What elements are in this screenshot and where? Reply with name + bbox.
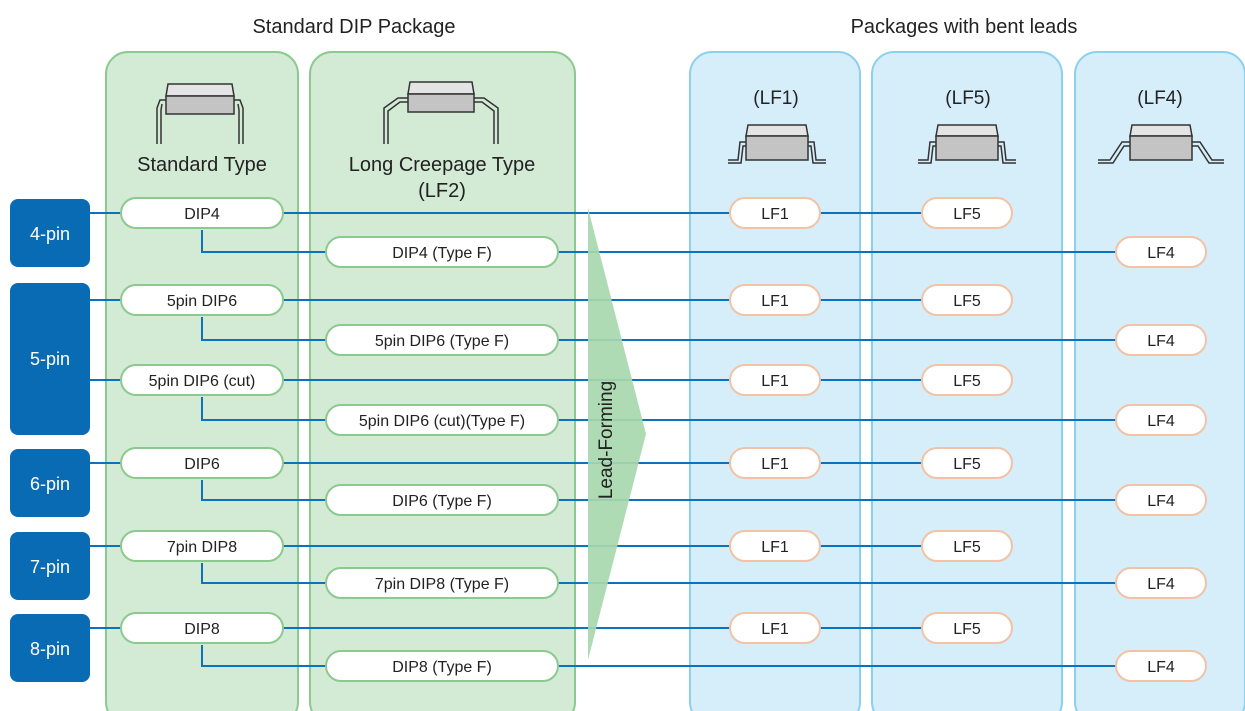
standard-package-label: DIP4 bbox=[184, 206, 220, 223]
lf1-package-icon bbox=[728, 124, 826, 164]
lf5-pill bbox=[921, 530, 1013, 562]
package-row: 5pin DIP6 5pin DIP6 (Type F) LF1 LF5 LF4 bbox=[120, 284, 1207, 356]
standard-package-pill bbox=[120, 284, 284, 316]
column-title-standard-type: Standard Type bbox=[137, 154, 267, 176]
lead-forming-label: Lead-Forming bbox=[596, 381, 617, 499]
lf4-pill bbox=[1115, 324, 1207, 356]
package-row: DIP8 DIP8 (Type F) LF1 LF5 LF4 bbox=[120, 612, 1207, 682]
standard-package-pill bbox=[120, 530, 284, 562]
column-title-long-creepage: Long Creepage Type bbox=[349, 154, 535, 176]
lf1-pill bbox=[729, 612, 821, 644]
typeF-package-pill bbox=[325, 484, 559, 516]
lf5-pill bbox=[921, 364, 1013, 396]
standard-package-label: DIP8 bbox=[184, 621, 220, 638]
standard-package-label: 5pin DIP6 (cut) bbox=[149, 373, 256, 390]
panel-long-creepage bbox=[309, 51, 576, 711]
pin-tab-8: 8-pin bbox=[10, 614, 90, 682]
typeF-package-pill bbox=[325, 567, 559, 599]
lf5-pill bbox=[921, 284, 1013, 316]
package-row: 7pin DIP8 7pin DIP8 (Type F) LF1 LF5 LF4 bbox=[120, 530, 1207, 599]
lf4-pill bbox=[1115, 650, 1207, 682]
lf1-pill bbox=[729, 447, 821, 479]
pin-tab-5: 5-pin bbox=[10, 283, 90, 435]
lf1-label: LF1 bbox=[761, 373, 789, 390]
package-row: DIP6 DIP6 (Type F) LF1 LF5 LF4 bbox=[120, 447, 1207, 516]
pin-tab-7: 7-pin bbox=[10, 532, 90, 600]
pin-tab-label: 7-pin bbox=[30, 557, 70, 577]
typeF-package-label: DIP6 (Type F) bbox=[392, 493, 492, 510]
lf4-label: LF4 bbox=[1147, 576, 1175, 593]
column-title-lf4: (LF4) bbox=[1137, 88, 1182, 109]
lead-forming-arrow bbox=[588, 208, 646, 660]
lf5-label: LF5 bbox=[953, 373, 981, 390]
lf4-label: LF4 bbox=[1147, 493, 1175, 510]
lf4-package-icon bbox=[1098, 124, 1224, 164]
standard-package-label: 7pin DIP8 bbox=[167, 539, 237, 556]
lf5-pill bbox=[921, 612, 1013, 644]
standard-package-icon bbox=[156, 83, 244, 144]
lf5-label: LF5 bbox=[953, 456, 981, 473]
standard-package-pill bbox=[120, 197, 284, 229]
lf5-label: LF5 bbox=[953, 293, 981, 310]
lf4-label: LF4 bbox=[1147, 413, 1175, 430]
lf4-pill bbox=[1115, 236, 1207, 268]
pin-tab-label: 4-pin bbox=[30, 224, 70, 244]
typeF-package-pill bbox=[325, 236, 559, 268]
panel-lf4 bbox=[1074, 51, 1245, 711]
lf4-pill bbox=[1115, 567, 1207, 599]
standard-package-pill bbox=[120, 447, 284, 479]
lf5-label: LF5 bbox=[953, 206, 981, 223]
heading-bent-leads: Packages with bent leads bbox=[851, 16, 1078, 38]
typeF-package-label: 5pin DIP6 (cut)(Type F) bbox=[359, 413, 525, 430]
lf4-label: LF4 bbox=[1147, 333, 1175, 350]
typeF-package-label: 7pin DIP8 (Type F) bbox=[375, 576, 509, 593]
column-title-lf5: (LF5) bbox=[945, 88, 990, 109]
heading-standard-dip: Standard DIP Package bbox=[252, 16, 455, 38]
typeF-package-label: DIP8 (Type F) bbox=[392, 659, 492, 676]
standard-package-pill bbox=[120, 364, 284, 396]
lf1-pill bbox=[729, 364, 821, 396]
pin-tab-label: 5-pin bbox=[30, 349, 70, 369]
lf1-label: LF1 bbox=[761, 539, 789, 556]
lf1-label: LF1 bbox=[761, 456, 789, 473]
lf5-label: LF5 bbox=[953, 621, 981, 638]
lf5-pill bbox=[921, 197, 1013, 229]
pin-tab-label: 8-pin bbox=[30, 639, 70, 659]
typeF-package-pill bbox=[325, 324, 559, 356]
pin-tab-6: 6-pin bbox=[10, 449, 90, 517]
pin-tab-4: 4-pin bbox=[10, 199, 90, 267]
lf1-pill bbox=[729, 284, 821, 316]
typeF-package-pill bbox=[325, 650, 559, 682]
lf5-label: LF5 bbox=[953, 539, 981, 556]
standard-package-label: DIP6 bbox=[184, 456, 220, 473]
lf1-label: LF1 bbox=[761, 206, 789, 223]
package-row: 5pin DIP6 (cut) 5pin DIP6 (cut)(Type F) … bbox=[120, 364, 1207, 436]
package-row: DIP4 DIP4 (Type F) LF1 LF5 LF4 bbox=[120, 197, 1207, 268]
column-title-lf2: (LF2) bbox=[418, 180, 466, 202]
typeF-package-label: DIP4 (Type F) bbox=[392, 245, 492, 262]
typeF-package-label: 5pin DIP6 (Type F) bbox=[375, 333, 509, 350]
long-creepage-package-icon bbox=[383, 81, 499, 144]
lf4-pill bbox=[1115, 404, 1207, 436]
standard-package-pill bbox=[120, 612, 284, 644]
standard-package-label: 5pin DIP6 bbox=[167, 293, 237, 310]
lf4-label: LF4 bbox=[1147, 659, 1175, 676]
lf5-package-icon bbox=[918, 124, 1016, 164]
lf1-label: LF1 bbox=[761, 621, 789, 638]
lf4-pill bbox=[1115, 484, 1207, 516]
pin-tab-label: 6-pin bbox=[30, 474, 70, 494]
lf1-pill bbox=[729, 530, 821, 562]
column-title-lf1: (LF1) bbox=[753, 88, 798, 109]
lf1-label: LF1 bbox=[761, 293, 789, 310]
lf4-label: LF4 bbox=[1147, 245, 1175, 262]
typeF-package-pill bbox=[325, 404, 559, 436]
lf5-pill bbox=[921, 447, 1013, 479]
lf1-pill bbox=[729, 197, 821, 229]
